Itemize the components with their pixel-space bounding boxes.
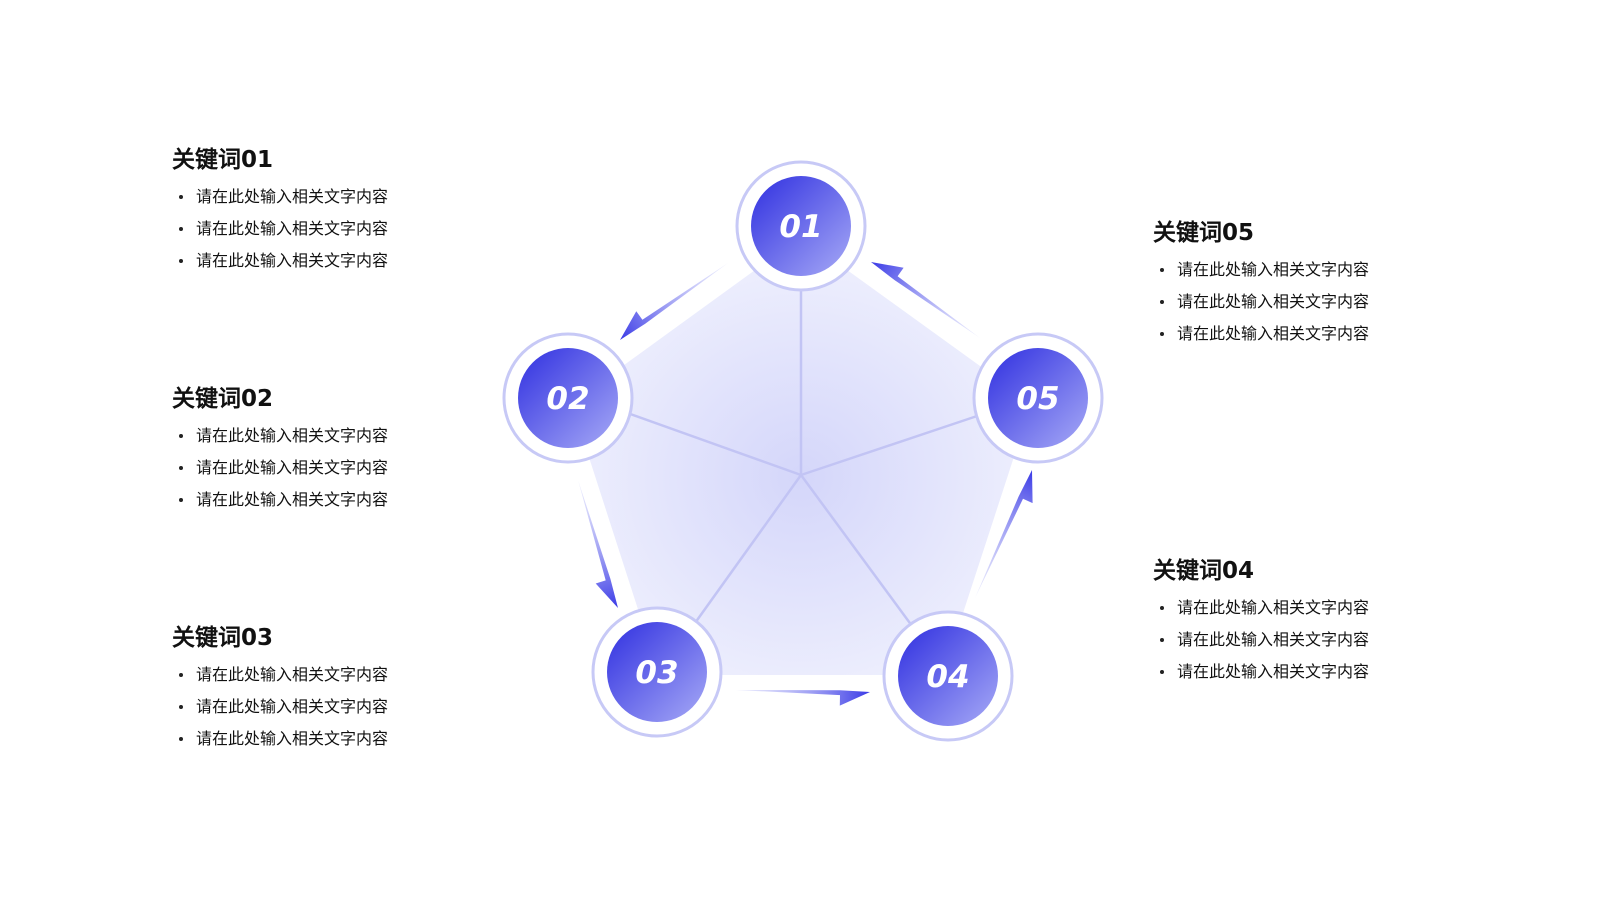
bullet-icon: [1160, 300, 1164, 304]
keyword-title-02: 关键词02: [172, 386, 274, 412]
node-circle: [988, 348, 1088, 448]
node-02: 02: [502, 332, 634, 464]
spoke-04: [799, 474, 917, 631]
keyword-block-01: 关键词01 请在此处输入相关文字内容 请在此处输入相关文字内容 请在此处输入相关…: [172, 145, 502, 277]
node-circle: [898, 626, 998, 726]
keyword-block-04: 关键词04 请在此处输入相关文字内容 请在此处输入相关文字内容 请在此处输入相关…: [1153, 556, 1483, 688]
node-03: 03: [591, 606, 723, 738]
bullet-icon: [1160, 670, 1164, 674]
arrow-04-to-05-icon: [975, 470, 1033, 598]
node-05: 05: [972, 332, 1104, 464]
list-item: 请在此处输入相关文字内容: [172, 420, 502, 452]
bullet-icon: [1160, 268, 1164, 272]
bullet-icon: [1160, 332, 1164, 336]
keyword-list-02: 请在此处输入相关文字内容 请在此处输入相关文字内容 请在此处输入相关文字内容: [172, 420, 502, 516]
keyword-block-03: 关键词03 请在此处输入相关文字内容 请在此处输入相关文字内容 请在此处输入相关…: [172, 623, 502, 755]
keyword-title-03: 关键词03: [172, 625, 274, 651]
list-item: 请在此处输入相关文字内容: [1153, 656, 1483, 688]
node-number: 03: [635, 655, 678, 691]
node-number: 05: [1016, 381, 1059, 417]
list-item: 请在此处输入相关文字内容: [172, 245, 502, 277]
list-item: 请在此处输入相关文字内容: [1153, 318, 1483, 350]
keyword-list-03: 请在此处输入相关文字内容 请在此处输入相关文字内容 请在此处输入相关文字内容: [172, 659, 502, 755]
keyword-title-01: 关键词01: [172, 147, 274, 173]
keyword-list-05: 请在此处输入相关文字内容 请在此处输入相关文字内容 请在此处输入相关文字内容: [1153, 254, 1483, 350]
list-item: 请在此处输入相关文字内容: [1153, 286, 1483, 318]
list-item: 请在此处输入相关文字内容: [172, 691, 502, 723]
node-circle: [518, 348, 618, 448]
bullet-icon: [179, 434, 183, 438]
bullet-icon: [179, 705, 183, 709]
list-item: 请在此处输入相关文字内容: [172, 723, 502, 755]
node-01: 01: [735, 160, 867, 292]
list-item: 请在此处输入相关文字内容: [1153, 624, 1483, 656]
arrow-01-to-02-icon: [620, 263, 728, 340]
arrow-03-to-04-icon: [735, 690, 870, 706]
node-circle: [751, 176, 851, 276]
keyword-list-01: 请在此处输入相关文字内容 请在此处输入相关文字内容 请在此处输入相关文字内容: [172, 181, 502, 277]
bullet-icon: [179, 259, 183, 263]
bullet-icon: [179, 195, 183, 199]
list-item: 请在此处输入相关文字内容: [1153, 254, 1483, 286]
spokes: [604, 270, 996, 631]
list-item: 请在此处输入相关文字内容: [172, 181, 502, 213]
bullet-icon: [179, 466, 183, 470]
node-number: 02: [546, 381, 589, 417]
bullet-icon: [179, 737, 183, 741]
keyword-block-05: 关键词05 请在此处输入相关文字内容 请在此处输入相关文字内容 请在此处输入相关…: [1153, 218, 1483, 350]
keyword-block-02: 关键词02 请在此处输入相关文字内容 请在此处输入相关文字内容 请在此处输入相关…: [172, 384, 502, 516]
bullet-icon: [1160, 606, 1164, 610]
bullet-icon: [179, 227, 183, 231]
list-item: 请在此处输入相关文字内容: [172, 213, 502, 245]
cycle-nodes: 01 02 03 04 05: [502, 160, 1104, 742]
spoke-03: [688, 474, 803, 631]
keyword-title-05: 关键词05: [1153, 220, 1255, 246]
arrow-05-to-01-icon: [871, 262, 980, 338]
spoke-05: [800, 408, 996, 477]
list-item: 请在此处输入相关文字内容: [1153, 592, 1483, 624]
bullet-icon: [1160, 638, 1164, 642]
list-item: 请在此处输入相关文字内容: [172, 484, 502, 516]
node-number: 04: [926, 659, 969, 695]
node-number: 01: [779, 209, 822, 245]
list-item: 请在此处输入相关文字内容: [172, 659, 502, 691]
arrow-02-to-03-icon: [578, 480, 618, 608]
node-circle: [607, 622, 707, 722]
keyword-list-04: 请在此处输入相关文字内容 请在此处输入相关文字内容 请在此处输入相关文字内容: [1153, 592, 1483, 688]
bullet-icon: [179, 673, 183, 677]
list-item: 请在此处输入相关文字内容: [172, 452, 502, 484]
cycle-arrows: [578, 262, 1033, 706]
node-04: 04: [882, 610, 1014, 742]
bullet-icon: [179, 498, 183, 502]
spoke-02: [604, 403, 802, 477]
keyword-title-04: 关键词04: [1153, 558, 1255, 584]
